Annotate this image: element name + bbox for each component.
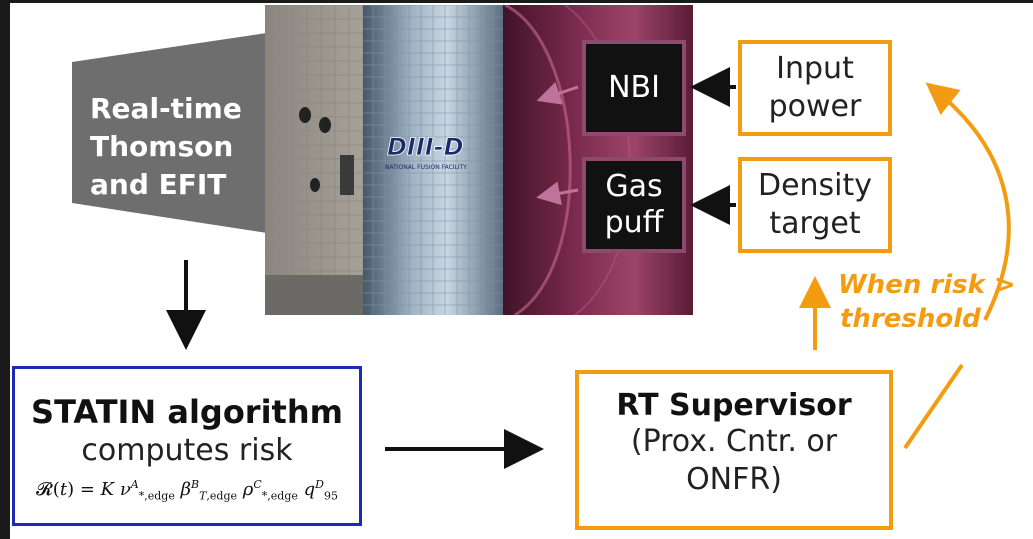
rt-supervisor-title: RT Supervisor	[616, 388, 852, 423]
statin-title: STATIN algorithm	[31, 393, 343, 431]
arrow-gas-to-vessel	[536, 181, 579, 206]
thomson-label: Real-time Thomson and EFIT	[90, 90, 270, 204]
nbi-label: NBI	[608, 70, 660, 105]
rt-supervisor-line-1: (Prox. Cntr. or	[630, 424, 838, 459]
diii-d-logo-sub: NATIONAL FUSION FACILITY	[385, 164, 467, 171]
gas-puff-box: Gas puff	[582, 157, 686, 253]
density-target-line-2: target	[769, 206, 861, 241]
trigger-line-1: When risk >	[838, 270, 1016, 300]
input-power-line-1: Input	[776, 51, 854, 86]
thomson-line-1: Real-time	[90, 92, 242, 125]
arrow-nbi-to-vessel	[536, 81, 579, 105]
arrow-feedback-curve	[903, 90, 1011, 450]
thomson-line-3: and EFIT	[90, 168, 227, 201]
input-power-line-2: power	[768, 89, 862, 124]
rt-supervisor-box: RT Supervisor (Prox. Cntr. or ONFR)	[575, 370, 893, 530]
risk-formula: 𝓡(t) = K νA*,edge βBT,edge ρC*,edge qD95	[36, 478, 338, 503]
thomson-trapezoid	[72, 28, 300, 238]
input-power-box: Input power	[738, 40, 892, 136]
trigger-line-2: threshold	[840, 304, 981, 334]
rt-supervisor-line-2: ONFR)	[686, 462, 782, 497]
density-target-line-1: Density	[757, 168, 873, 203]
statin-subtitle: computes risk	[81, 433, 293, 468]
statin-box: STATIN algorithm computes risk 𝓡(t) = K …	[12, 366, 362, 526]
gas-puff-line-1: Gas	[605, 169, 663, 204]
density-target-box: Density target	[738, 157, 892, 253]
nbi-box: NBI	[582, 40, 686, 136]
thomson-line-2: Thomson	[90, 130, 234, 163]
left-edge	[0, 0, 10, 539]
trigger-label: When risk > threshold	[838, 268, 1016, 336]
diii-d-logo: DIII-D	[387, 133, 464, 161]
gas-puff-line-2: puff	[604, 205, 664, 240]
top-edge	[0, 0, 1033, 3]
